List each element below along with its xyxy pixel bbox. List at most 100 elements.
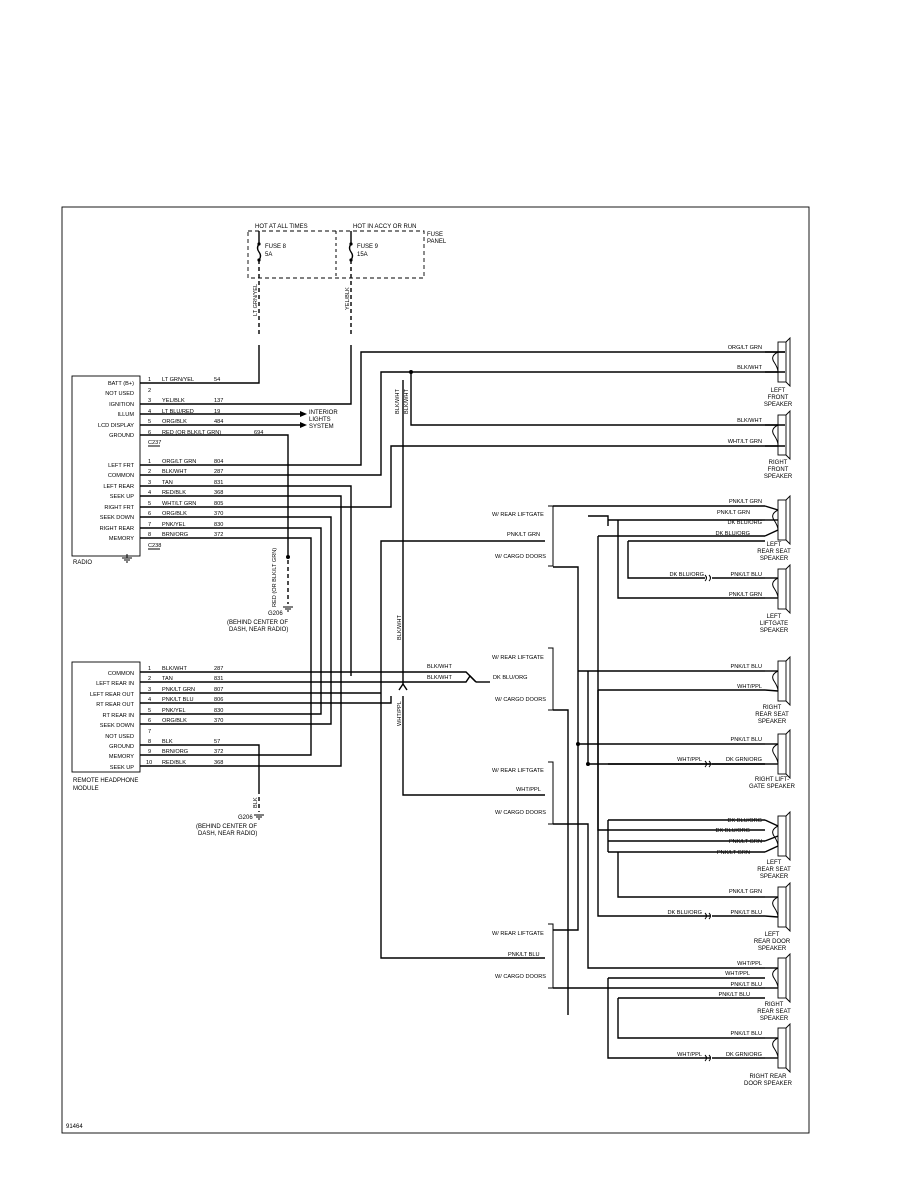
svg-text:(BEHIND CENTER OF: (BEHIND CENTER OF	[227, 620, 288, 626]
svg-text:LEFT: LEFT	[767, 542, 782, 548]
svg-text:BLK: BLK	[162, 739, 173, 745]
interior-lights-label: INTERIOR	[309, 410, 338, 416]
svg-text:694: 694	[254, 430, 263, 436]
svg-text:FRONT: FRONT	[768, 467, 789, 473]
svg-text:3: 3	[148, 687, 151, 693]
svg-text:PNK/LT GRN: PNK/LT GRN	[729, 839, 762, 845]
svg-text:PNK/LT BLU: PNK/LT BLU	[718, 992, 750, 998]
svg-text:287: 287	[214, 666, 223, 672]
svg-text:804: 804	[214, 459, 223, 465]
svg-text:368: 368	[214, 490, 223, 496]
speaker-left-liftgate: DK BLU/ORG PNK/LT BLU PNK/LT GRN LEFT LI…	[669, 563, 791, 634]
svg-text:DOOR SPEAKER: DOOR SPEAKER	[744, 1081, 793, 1087]
svg-text:PNK/LT BLU: PNK/LT BLU	[730, 664, 762, 670]
svg-text:370: 370	[214, 718, 223, 724]
speaker-right-rear-seat-1: PNK/LT BLU WHT/PPL RIGHT REAR SEAT SPEAK…	[730, 655, 791, 725]
svg-text:372: 372	[214, 532, 223, 538]
svg-text:57: 57	[214, 739, 220, 745]
svg-text:BLK/WHT: BLK/WHT	[395, 389, 401, 414]
speaker-right-rear-seat-2: WHT/PPL WHT/PPL PNK/LT BLU PNK/LT BLU RI…	[718, 952, 791, 1022]
svg-text:PNK/LT GRN: PNK/LT GRN	[729, 592, 762, 598]
fuse8-rating: 5A	[265, 252, 272, 258]
connector-c238: C238	[148, 543, 161, 549]
svg-text:3: 3	[148, 398, 151, 404]
radio-pin-not-used: NOT USED	[105, 391, 134, 397]
svg-text:484: 484	[214, 419, 223, 425]
svg-text:PNK/LT GRN: PNK/LT GRN	[162, 687, 195, 693]
svg-text:W/ CARGO DOORS: W/ CARGO DOORS	[495, 697, 546, 703]
svg-text:NOT USED: NOT USED	[105, 734, 134, 740]
svg-text:287: 287	[214, 469, 223, 475]
svg-text:DK BLU/ORG: DK BLU/ORG	[669, 572, 704, 578]
svg-text:BLK/WHT: BLK/WHT	[397, 615, 403, 640]
svg-text:137: 137	[214, 398, 223, 404]
radio-c238-wires: 1 ORG/LT GRN 804 2 BLK/WHT 287 3 TAN 831…	[148, 459, 223, 550]
svg-text:DK GRN/ORG: DK GRN/ORG	[726, 757, 762, 763]
svg-text:PNK/LT GRN: PNK/LT GRN	[507, 532, 540, 538]
g206-ground-2	[254, 814, 264, 820]
svg-text:DK BLU/ORG: DK BLU/ORG	[727, 818, 762, 824]
svg-text:W/ REAR LIFTGATE: W/ REAR LIFTGATE	[492, 512, 544, 518]
svg-text:W/ REAR LIFTGATE: W/ REAR LIFTGATE	[492, 655, 544, 661]
svg-text:LEFT REAR IN: LEFT REAR IN	[96, 681, 134, 687]
svg-text:2: 2	[148, 469, 151, 475]
radio-pin-seek-down: SEEK DOWN	[100, 515, 134, 521]
svg-text:PNK/LT BLU: PNK/LT BLU	[730, 572, 762, 578]
svg-text:LT BLU/RED: LT BLU/RED	[162, 409, 194, 415]
svg-text:DK BLU/ORG: DK BLU/ORG	[667, 910, 702, 916]
svg-text:ORG/LT GRN: ORG/LT GRN	[162, 459, 196, 465]
svg-text:W/ REAR LIFTGATE: W/ REAR LIFTGATE	[492, 931, 544, 937]
radio-pin-right-rear: RIGHT REAR	[100, 526, 134, 532]
radio-pin-illum: ILLUM	[118, 412, 135, 418]
svg-text:RED/BLK: RED/BLK	[162, 760, 186, 766]
headphone-ground-wire: BLK	[253, 797, 259, 808]
svg-text:BLK/WHT: BLK/WHT	[427, 664, 452, 670]
g206-label-1: G206	[268, 611, 283, 617]
svg-text:5: 5	[148, 708, 151, 714]
speaker-leads	[764, 351, 785, 1059]
svg-text:DK BLU/ORG: DK BLU/ORG	[727, 520, 762, 526]
svg-text:372: 372	[214, 749, 223, 755]
svg-text:805: 805	[214, 501, 223, 507]
svg-text:370: 370	[214, 511, 223, 517]
fuse-panel-label: FUSE	[427, 232, 443, 238]
svg-text:LIGHTS: LIGHTS	[309, 417, 331, 423]
svg-text:REAR SEAT: REAR SEAT	[757, 867, 791, 873]
svg-text:LEFT: LEFT	[767, 614, 782, 620]
svg-text:RIGHT: RIGHT	[763, 705, 782, 711]
speaker-left-rear-door: PNK/LT GRN DK BLU/ORG PNK/LT BLU LEFT RE…	[667, 881, 791, 952]
speaker-right-rear-door: PNK/LT BLU WHT/PPL DK GRN/ORG RIGHT REAR…	[677, 1022, 793, 1087]
svg-text:DK BLU/ORG: DK BLU/ORG	[493, 675, 528, 681]
svg-text:1: 1	[148, 377, 151, 383]
speaker-right-liftgate: PNK/LT BLU WHT/PPL DK GRN/ORG RIGHT LIFT…	[677, 728, 796, 790]
svg-text:1: 1	[148, 459, 151, 465]
radio-pin-lcd: LCD DISPLAY	[98, 423, 134, 429]
svg-text:ORG/LT GRN: ORG/LT GRN	[728, 345, 762, 351]
svg-text:PNK/LT GRN: PNK/LT GRN	[729, 499, 762, 505]
svg-text:BRN/ORG: BRN/ORG	[162, 532, 188, 538]
svg-text:W/ CARGO DOORS: W/ CARGO DOORS	[495, 554, 546, 560]
svg-text:807: 807	[214, 687, 223, 693]
radio-block: RADIO BATT (B+) NOT USED IGNITION ILLUM …	[71, 345, 785, 756]
g206-label-2: G206	[238, 815, 253, 821]
fuse8-wire-color: LT GRN/YEL	[253, 284, 259, 316]
svg-text:2: 2	[148, 388, 151, 394]
svg-text:8: 8	[148, 739, 151, 745]
svg-text:5: 5	[148, 419, 151, 425]
svg-text:FRONT: FRONT	[768, 395, 789, 401]
radio-pin-seek-up: SEEK UP	[110, 494, 135, 500]
fuse9-label: FUSE 9	[357, 244, 379, 250]
svg-text:54: 54	[214, 377, 220, 383]
radio-pin-right-frt: RIGHT FRT	[104, 505, 134, 511]
svg-text:RIGHT: RIGHT	[769, 460, 788, 466]
svg-text:REAR SEAT: REAR SEAT	[755, 712, 789, 718]
svg-text:WHT/PPL: WHT/PPL	[737, 961, 762, 967]
svg-text:DK BLU/ORG: DK BLU/ORG	[715, 828, 750, 834]
svg-text:W/ CARGO DOORS: W/ CARGO DOORS	[495, 810, 546, 816]
svg-text:BLK/WHT: BLK/WHT	[162, 666, 187, 672]
svg-text:831: 831	[214, 480, 223, 486]
svg-text:PNK/LT BLU: PNK/LT BLU	[730, 1031, 762, 1037]
svg-text:19: 19	[214, 409, 220, 415]
svg-text:COMMON: COMMON	[108, 671, 134, 677]
